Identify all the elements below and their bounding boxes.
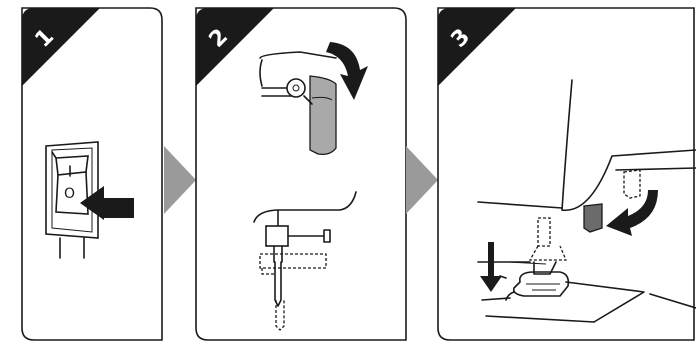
next-step-arrow-1 xyxy=(164,146,196,214)
down-arrow-icon xyxy=(480,242,502,292)
lever-rotate-arrow-icon xyxy=(606,190,658,236)
power-switch-icon: O xyxy=(45,141,99,259)
step-badge-2 xyxy=(196,8,274,86)
presser-foot-lever-icon xyxy=(583,169,641,233)
push-arrow-icon xyxy=(80,186,134,220)
step-badge-3 xyxy=(438,8,516,86)
rotate-arrow-icon xyxy=(326,42,368,100)
step-panel-1: 1 O xyxy=(21,7,163,341)
handwheel-knob-icon xyxy=(259,51,337,156)
step-panel-3: 3 xyxy=(437,7,696,341)
step-badge-1 xyxy=(22,8,100,86)
step-panel-2: 2 xyxy=(195,7,407,341)
needle-clamp-icon xyxy=(253,191,357,331)
next-step-arrow-2 xyxy=(406,146,438,214)
switch-off-symbol: O xyxy=(64,186,75,202)
